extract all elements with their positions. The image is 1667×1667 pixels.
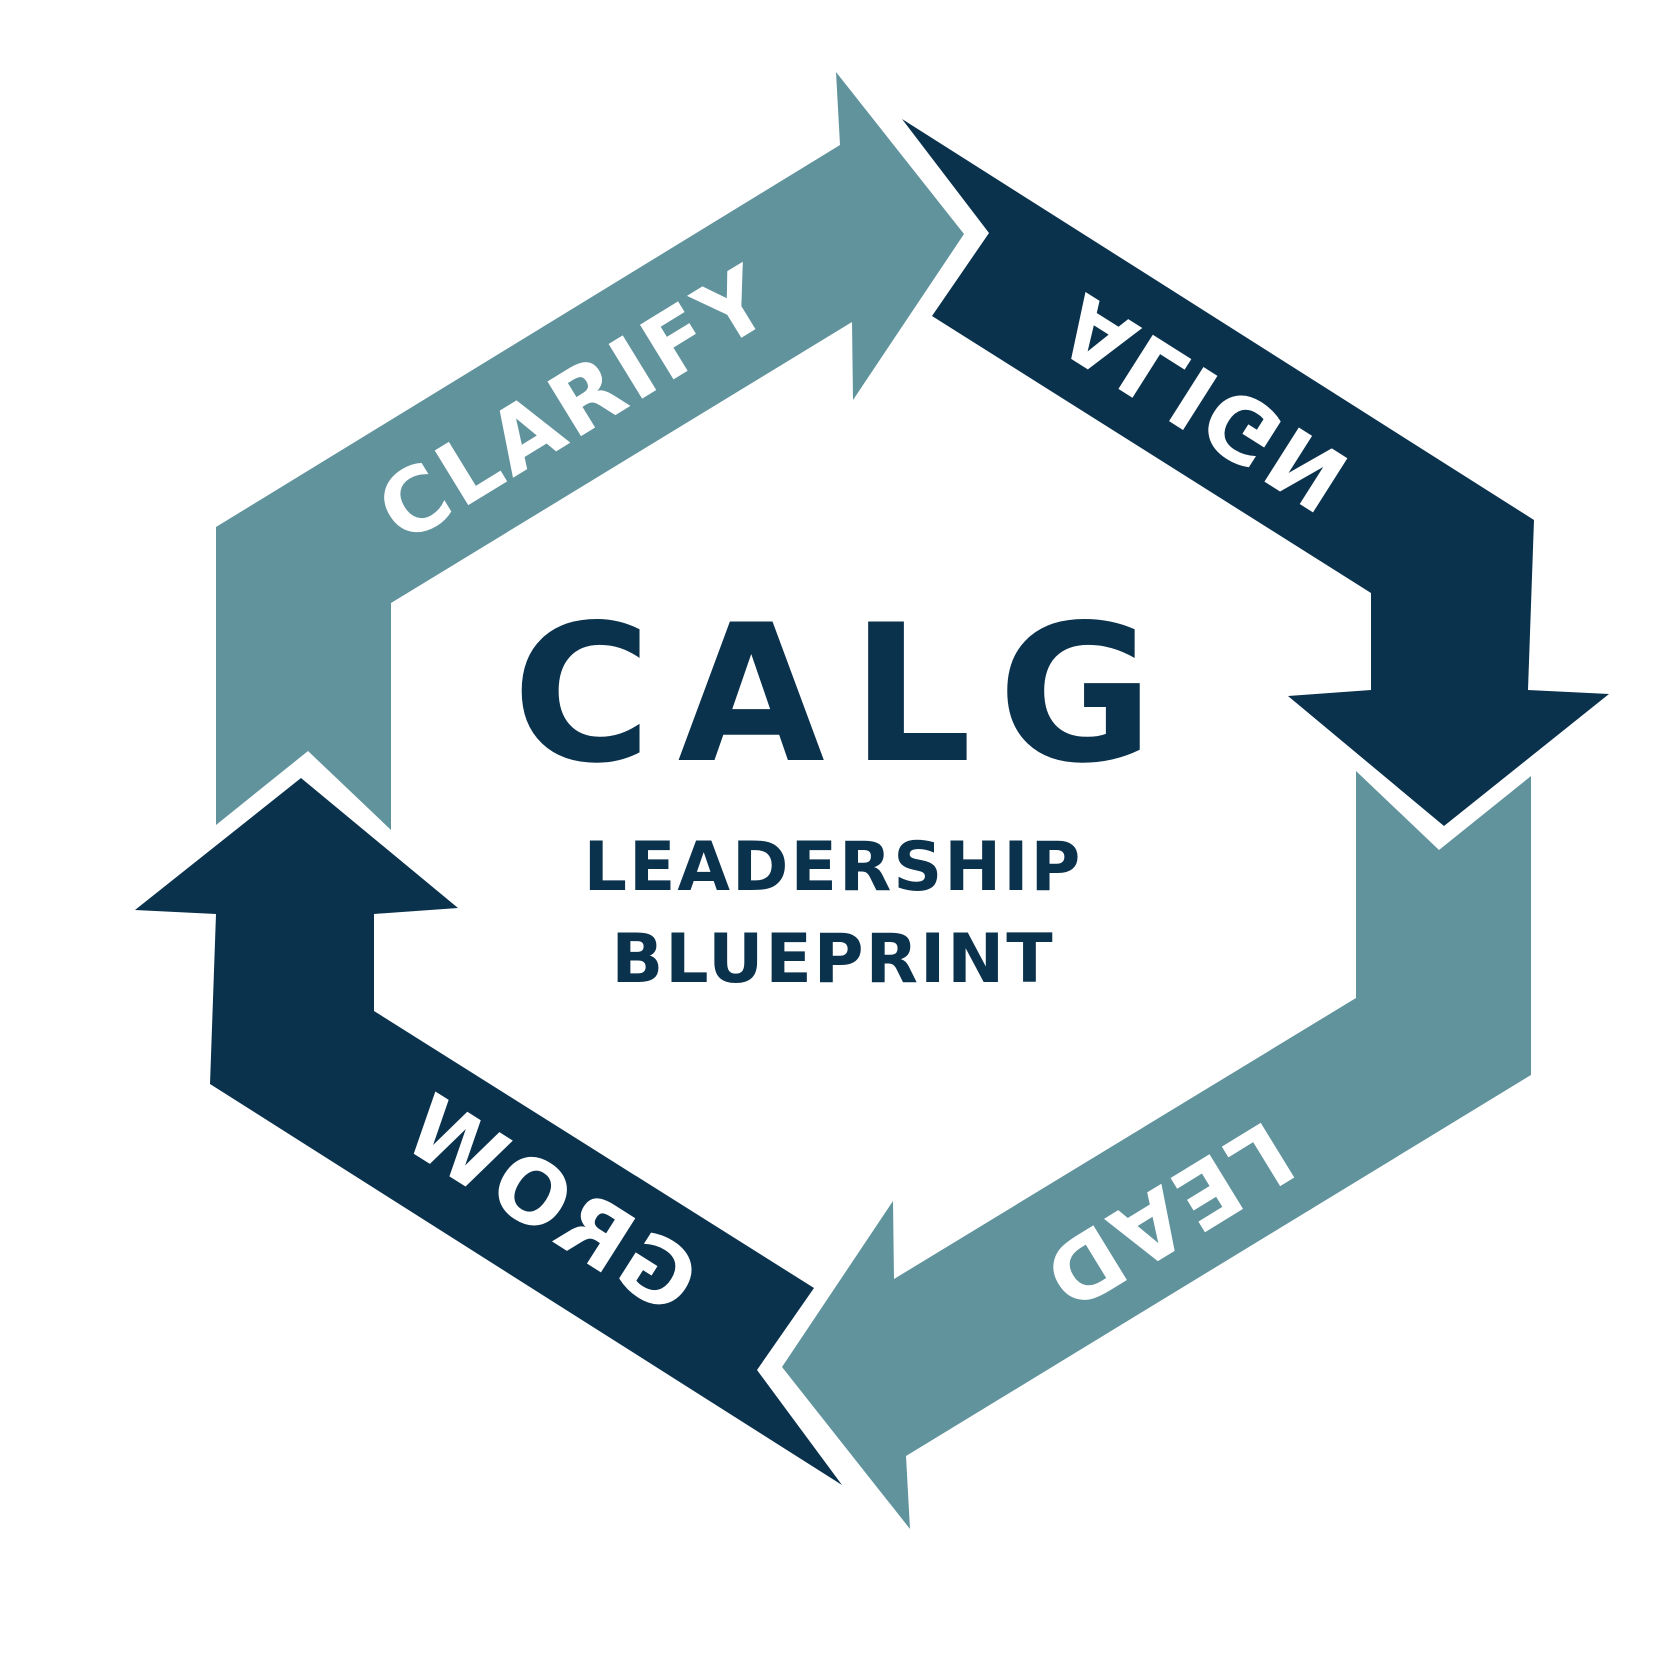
- lead-arrow: [782, 771, 1531, 1529]
- align-arrow: [902, 119, 1609, 826]
- clarify-arrow: [216, 72, 964, 830]
- subtitle-line-1: LEADERSHIP: [583, 828, 1083, 907]
- brand-title: CALG: [512, 584, 1180, 805]
- subtitle-line-2: BLUEPRINT: [611, 920, 1055, 999]
- brand-subtitle: LEADERSHIP BLUEPRINT: [483, 822, 1183, 1006]
- grow-arrow: [135, 778, 842, 1485]
